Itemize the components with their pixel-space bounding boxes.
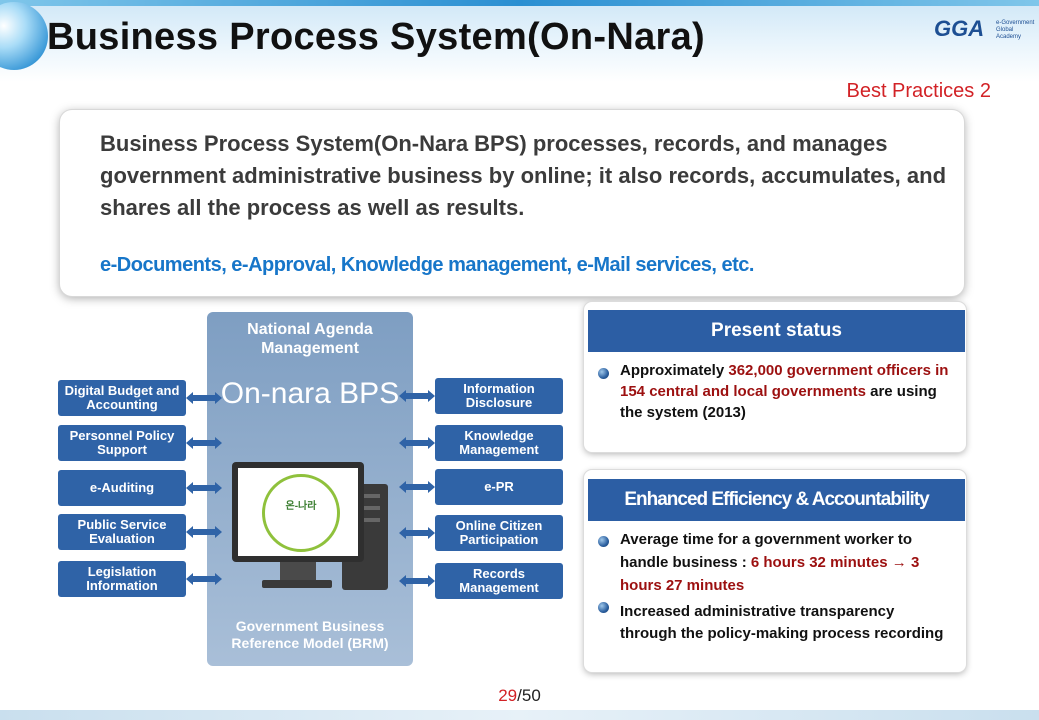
double-arrow-icon: [186, 437, 222, 449]
current-page: 29: [498, 686, 518, 705]
globe-icon: [0, 2, 48, 70]
page-number: 29/50: [0, 686, 1039, 706]
bullet-icon: [598, 536, 609, 547]
bullet-icon: [598, 368, 609, 379]
summary-bullet-text: e-Documents, e-Approval, Knowledge manag…: [100, 254, 754, 276]
tower-bay: [350, 494, 380, 498]
double-arrow-icon: [399, 481, 435, 493]
module-e-pr: e-PR: [435, 469, 563, 505]
tower-bay: [350, 518, 380, 522]
monitor-stand: [280, 562, 316, 582]
double-arrow-icon: [186, 482, 222, 494]
monitor-icon: 온-나라: [232, 462, 364, 562]
efficiency-title: Enhanced Efficiency & Accountability: [588, 479, 965, 521]
badge-text: 온-나라: [285, 501, 317, 512]
module-records-management: Records Management: [435, 563, 563, 599]
double-arrow-icon: [399, 437, 435, 449]
bullet-icon: [598, 602, 609, 613]
gga-logo: GGA e-Government Global Academy: [928, 8, 1034, 54]
summary-text: Business Process System(On-Nara BPS) pro…: [100, 131, 947, 220]
present-status-text: Approximately 362,000 government officer…: [620, 362, 949, 421]
efficiency-item-transparency: Increased administrative transparency th…: [620, 603, 944, 642]
national-agenda-label: National Agenda Management: [247, 321, 373, 357]
monitor-screen: 온-나라: [238, 468, 358, 556]
on-nara-badge: 온-나라: [262, 474, 340, 552]
efficiency-panel: Enhanced Efficiency & Accountability Ave…: [584, 470, 966, 672]
present-status-panel: Present status Approximately 362,000 gov…: [584, 302, 966, 452]
summary-box: Business Process System(On-Nara BPS) pro…: [60, 110, 964, 296]
tower-bay: [350, 506, 380, 510]
module-public-service-evaluation: Public Service Evaluation: [58, 514, 186, 550]
best-practices-label: Best Practices 2: [846, 80, 991, 102]
header-top-line: [0, 0, 1039, 6]
summary-bullet: e-Documents, e-Approval, Knowledge manag…: [100, 254, 754, 277]
double-arrow-icon: [186, 526, 222, 538]
module-e-auditing: e-Auditing: [58, 470, 186, 506]
double-arrow-icon: [399, 527, 435, 539]
slide-header: Business Process System(On-Nara) GGA e-G…: [0, 0, 1039, 82]
logo-text: GGA: [934, 16, 985, 41]
module-information-disclosure: Information Disclosure: [435, 378, 563, 414]
total-pages: /50: [517, 686, 541, 705]
module-online-citizen-participation: Online Citizen Participation: [435, 515, 563, 551]
brm-label: Government Business Reference Model (BRM…: [231, 618, 389, 651]
module-digital-budget: Digital Budget and Accounting: [58, 380, 186, 416]
module-legislation-information: Legislation Information: [58, 561, 186, 597]
double-arrow-icon: [186, 392, 222, 404]
double-arrow-icon: [186, 573, 222, 585]
footer-bar: [0, 710, 1039, 720]
efficiency-item-time: Average time for a government worker to …: [620, 531, 920, 594]
module-knowledge-management: Knowledge Management: [435, 425, 563, 461]
slide-title: Business Process System(On-Nara): [47, 16, 705, 58]
present-status-title: Present status: [588, 310, 965, 352]
logo-subtext: e-Government Global Academy: [996, 20, 1035, 40]
on-nara-bps-label: On-nara BPS: [220, 377, 400, 410]
double-arrow-icon: [399, 575, 435, 587]
monitor-base: [262, 580, 332, 588]
module-personnel-policy: Personnel Policy Support: [58, 425, 186, 461]
double-arrow-icon: [399, 390, 435, 402]
